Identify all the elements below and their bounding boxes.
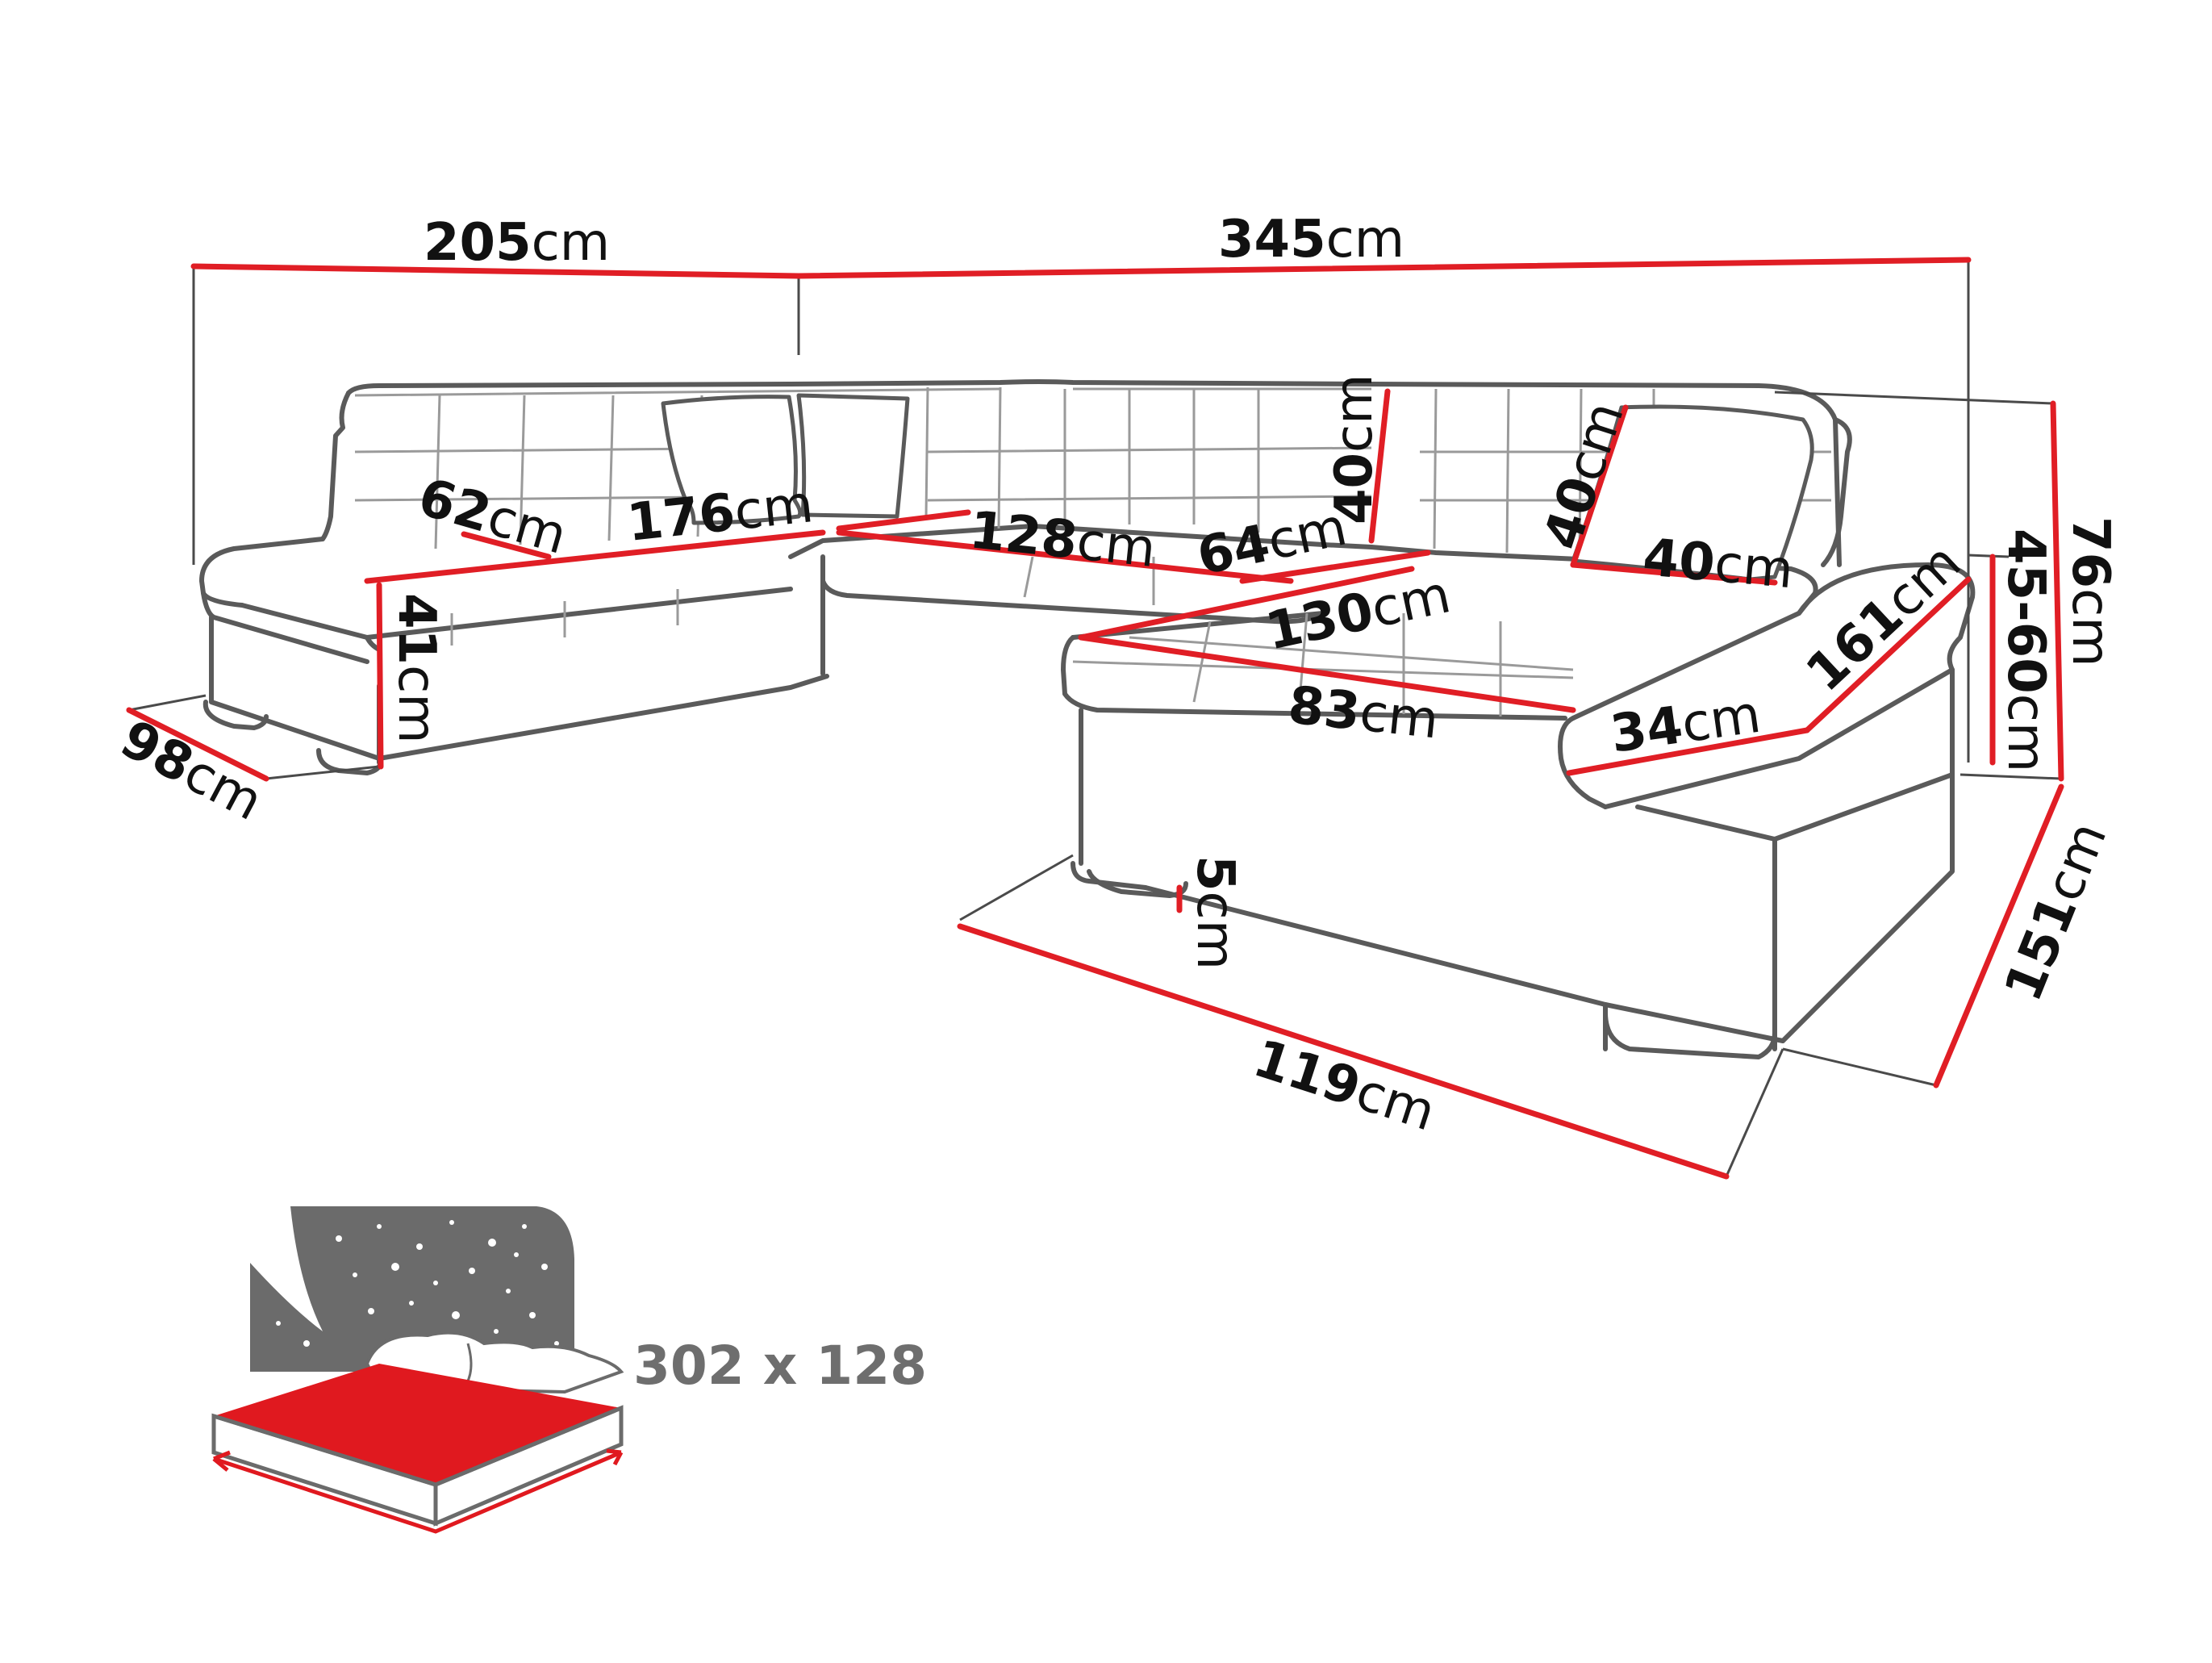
- cushion-pillows: [661, 393, 1814, 582]
- label-backrest-height: 40cm: [1325, 374, 1384, 524]
- label-chaise-length: 130cm: [1261, 565, 1455, 662]
- dimension-labels: 205cm 345cm 62cm 176cm 128cm 64cm 40cm 4…: [111, 210, 2120, 1143]
- stars-decoration: [276, 1220, 559, 1347]
- label-total-height: 76cm: [2060, 516, 2120, 667]
- bed-icon: [211, 1206, 624, 1534]
- dim-line-chaise-front-width: [1078, 634, 1576, 713]
- label-armrest-width: 34cm: [1607, 685, 1764, 765]
- dim-line-middle-seat-depth: [836, 529, 1294, 584]
- sofa-tufting-details: [354, 387, 1831, 717]
- dim-line-left-depth: [126, 707, 269, 782]
- sleeping-area-label: 302 x 128: [633, 1335, 927, 1397]
- label-overall-left-width: 205cm: [424, 213, 610, 273]
- dim-line-overall-right-width: [795, 257, 1972, 279]
- dim-line-pillow-height: [1570, 404, 1629, 568]
- label-base-height: 41cm: [386, 593, 446, 744]
- dim-line-middle-inner: [1239, 549, 1431, 584]
- label-left-seat-width: 176cm: [624, 474, 816, 554]
- dim-line-backrest-height: [1368, 388, 1391, 544]
- label-leg-height: 5cm: [1185, 855, 1245, 970]
- dim-line-left-seat-width: [364, 529, 826, 584]
- label-seat-height: 45-60cm: [1996, 529, 2055, 772]
- dim-line-pillow-width: [1570, 562, 1778, 586]
- label-chaise-depth: 151cm: [1993, 814, 2118, 1009]
- label-chaise-front-width: 83cm: [1285, 675, 1441, 750]
- dim-line-chaise-depth: [1933, 783, 2064, 1088]
- dim-line-middle-seat-width: [836, 509, 971, 532]
- dim-line-left-seat-depth: [461, 531, 552, 560]
- left-pillow: [661, 395, 803, 525]
- label-middle-seat-width: 128cm: [966, 500, 1158, 579]
- dim-line-base-height: [376, 582, 384, 770]
- dim-line-overall-left-width: [190, 263, 802, 279]
- label-armrest-length: 161cm: [1795, 533, 1972, 704]
- dim-line-total-height: [2050, 400, 2064, 782]
- label-overall-right-width: 345cm: [1218, 210, 1404, 270]
- dim-line-chaise-length: [1078, 566, 1415, 641]
- label-left-seat-depth: 62cm: [412, 467, 574, 566]
- label-chaise-width: 119cm: [1246, 1029, 1442, 1143]
- middle-pillow: [796, 393, 910, 519]
- dimension-lines: [126, 257, 2064, 1180]
- dim-line-chaise-width: [957, 923, 1730, 1180]
- label-pillow-width: 40cm: [1641, 528, 1796, 600]
- dim-line-armrest-length: [1804, 576, 1972, 733]
- dim-line-armrest-width: [1566, 727, 1810, 776]
